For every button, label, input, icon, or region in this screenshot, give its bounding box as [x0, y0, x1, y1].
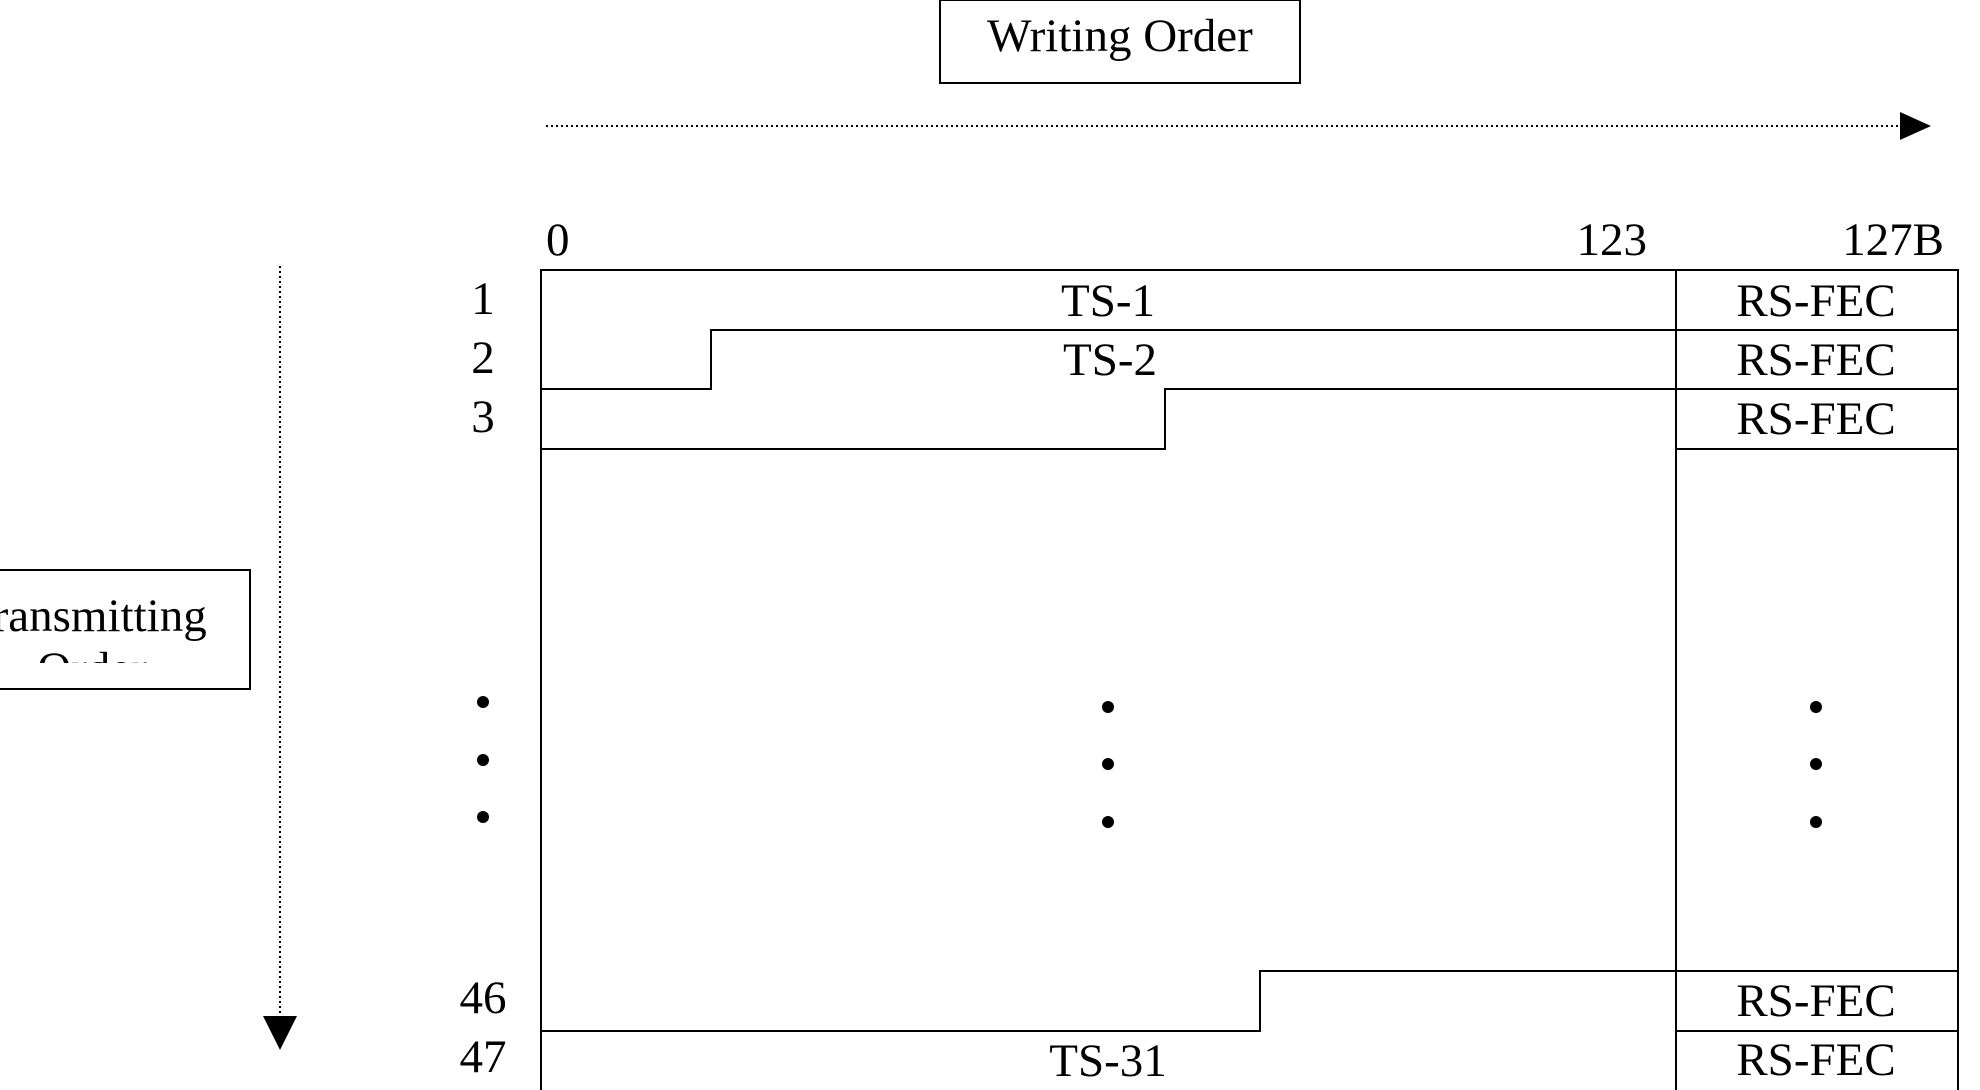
fec-label-row-46: RS-FEC [1736, 975, 1895, 1027]
fec-label-row-3: RS-FEC [1736, 393, 1895, 445]
row-number-46: 46 [460, 972, 507, 1024]
fec-label-row-2: RS-FEC [1736, 334, 1895, 386]
transmitting-order-box: Transmitting Order [0, 569, 251, 695]
column-marker-data-end: 123 [1577, 214, 1648, 266]
packet-label-ts-2: TS-2 [1063, 334, 1157, 386]
packet-ellipsis [1102, 701, 1114, 828]
packet-boundary-45-46 [541, 970, 1958, 1032]
fec-label-row-1: RS-FEC [1736, 275, 1895, 327]
packet-label-ts-31: TS-31 [1049, 1035, 1167, 1087]
packet-boundary-2-3 [541, 388, 1958, 450]
fec-label-row-47: RS-FEC [1736, 1034, 1895, 1086]
packet-label-ts-1: TS-1 [1061, 275, 1155, 327]
column-marker-end: 127B [1842, 214, 1944, 266]
row-number-47: 47 [460, 1031, 507, 1083]
writing-direction-arrow [546, 112, 1931, 140]
frame-grid [540, 269, 1959, 1090]
writing-order-label: Writing Order [987, 10, 1253, 62]
packet-boundary-1-2 [541, 329, 1958, 390]
fec-ellipsis [1810, 701, 1822, 828]
frame-outline [540, 269, 1959, 1090]
row-number-2: 2 [471, 332, 495, 384]
transmitting-direction-arrow [263, 266, 297, 1050]
writing-order-box: Writing Order [939, 0, 1301, 84]
column-marker-start: 0 [546, 214, 570, 266]
row-number-3: 3 [471, 391, 495, 443]
row-number-1: 1 [471, 273, 495, 325]
transmitting-order-label: Transmitting Order [0, 590, 218, 695]
row-number-ellipsis [477, 696, 489, 823]
